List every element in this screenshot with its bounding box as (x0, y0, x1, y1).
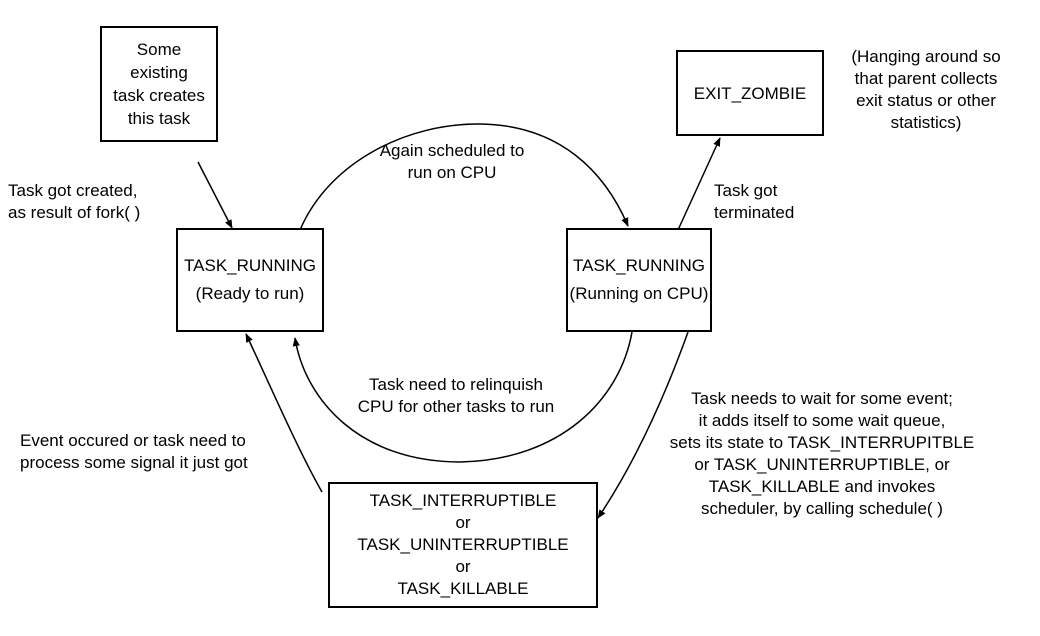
node-waiting-line: TASK_UNINTERRUPTIBLE (357, 535, 569, 554)
node-task-running-ready: TASK_RUNNING (Ready to run) (176, 228, 324, 332)
label-line: Task got (714, 181, 778, 200)
label-line: it adds itself to some wait queue, (698, 411, 946, 430)
arrow-wait (597, 331, 689, 519)
node-running-title: TASK_RUNNING (573, 256, 705, 275)
node-creator-line: existing (130, 63, 188, 82)
label-line: process some signal it just got (20, 453, 248, 472)
label-line: run on CPU (407, 163, 497, 182)
node-task-running-cpu: TASK_RUNNING (Running on CPU) (566, 228, 712, 332)
label-line: Event occured or task need to (20, 431, 246, 450)
label-line: CPU for other tasks to run (357, 397, 555, 416)
label-line: Task need to relinquish (369, 375, 543, 394)
node-waiting-line: or (455, 513, 471, 532)
label-relinquish-cpu: Task need to relinquish CPU for other ta… (344, 374, 568, 418)
node-waiting-line: or (455, 557, 471, 576)
arrow-relinquish (292, 331, 633, 463)
node-creator-line: this task (127, 109, 191, 128)
label-wait-for-event: Task needs to wait for some event; it ad… (654, 388, 990, 520)
arrow-terminated (677, 137, 721, 231)
node-exit-zombie: EXIT_ZOMBIE (676, 50, 824, 136)
node-zombie-title: EXIT_ZOMBIE (693, 83, 807, 103)
annotation-line: (Hanging around so (851, 47, 1001, 66)
node-waiting-line: TASK_KILLABLE (397, 579, 529, 598)
node-waiting-line: TASK_INTERRUPTIBLE (369, 491, 557, 510)
node-running-subtitle: (Running on CPU) (569, 284, 709, 303)
node-creator-task: Some existing task creates this task (100, 26, 218, 142)
label-line: sets its state to TASK_INTERRUPITBLE (669, 433, 975, 452)
label-again-scheduled: Again scheduled to run on CPU (372, 140, 532, 184)
label-task-created: Task got created, as result of fork( ) (8, 180, 140, 224)
arrow-scheduled (299, 123, 629, 231)
node-task-waiting: TASK_INTERRUPTIBLE or TASK_UNINTERRUPTIB… (328, 482, 598, 608)
arrow-wakeup (245, 333, 323, 493)
label-line: Task got created, (8, 181, 138, 200)
annotation-line: that parent collects (854, 69, 998, 88)
annotation-line: exit status or other (856, 91, 996, 110)
label-event-occurred: Event occured or task need to process so… (20, 430, 248, 474)
label-line: or TASK_UNINTERRUPTIBLE, or (694, 455, 950, 474)
arrow-fork-created (197, 161, 233, 229)
annotation-line: statistics) (890, 113, 962, 132)
label-task-terminated: Task got terminated (714, 180, 794, 224)
label-line: Task needs to wait for some event; (691, 389, 953, 408)
node-ready-subtitle: (Ready to run) (195, 284, 305, 303)
annotation-zombie-note: (Hanging around so that parent collects … (836, 46, 1016, 134)
node-creator-line: task creates (113, 86, 205, 105)
label-line: TASK_KILLABLE and invokes (708, 477, 936, 496)
label-line: scheduler, by calling schedule( ) (701, 499, 943, 518)
label-line: as result of fork( ) (8, 203, 141, 222)
node-ready-title: TASK_RUNNING (184, 256, 316, 275)
label-line: Again scheduled to (379, 141, 525, 160)
label-line: terminated (714, 203, 795, 222)
node-creator-line: Some (136, 40, 182, 59)
